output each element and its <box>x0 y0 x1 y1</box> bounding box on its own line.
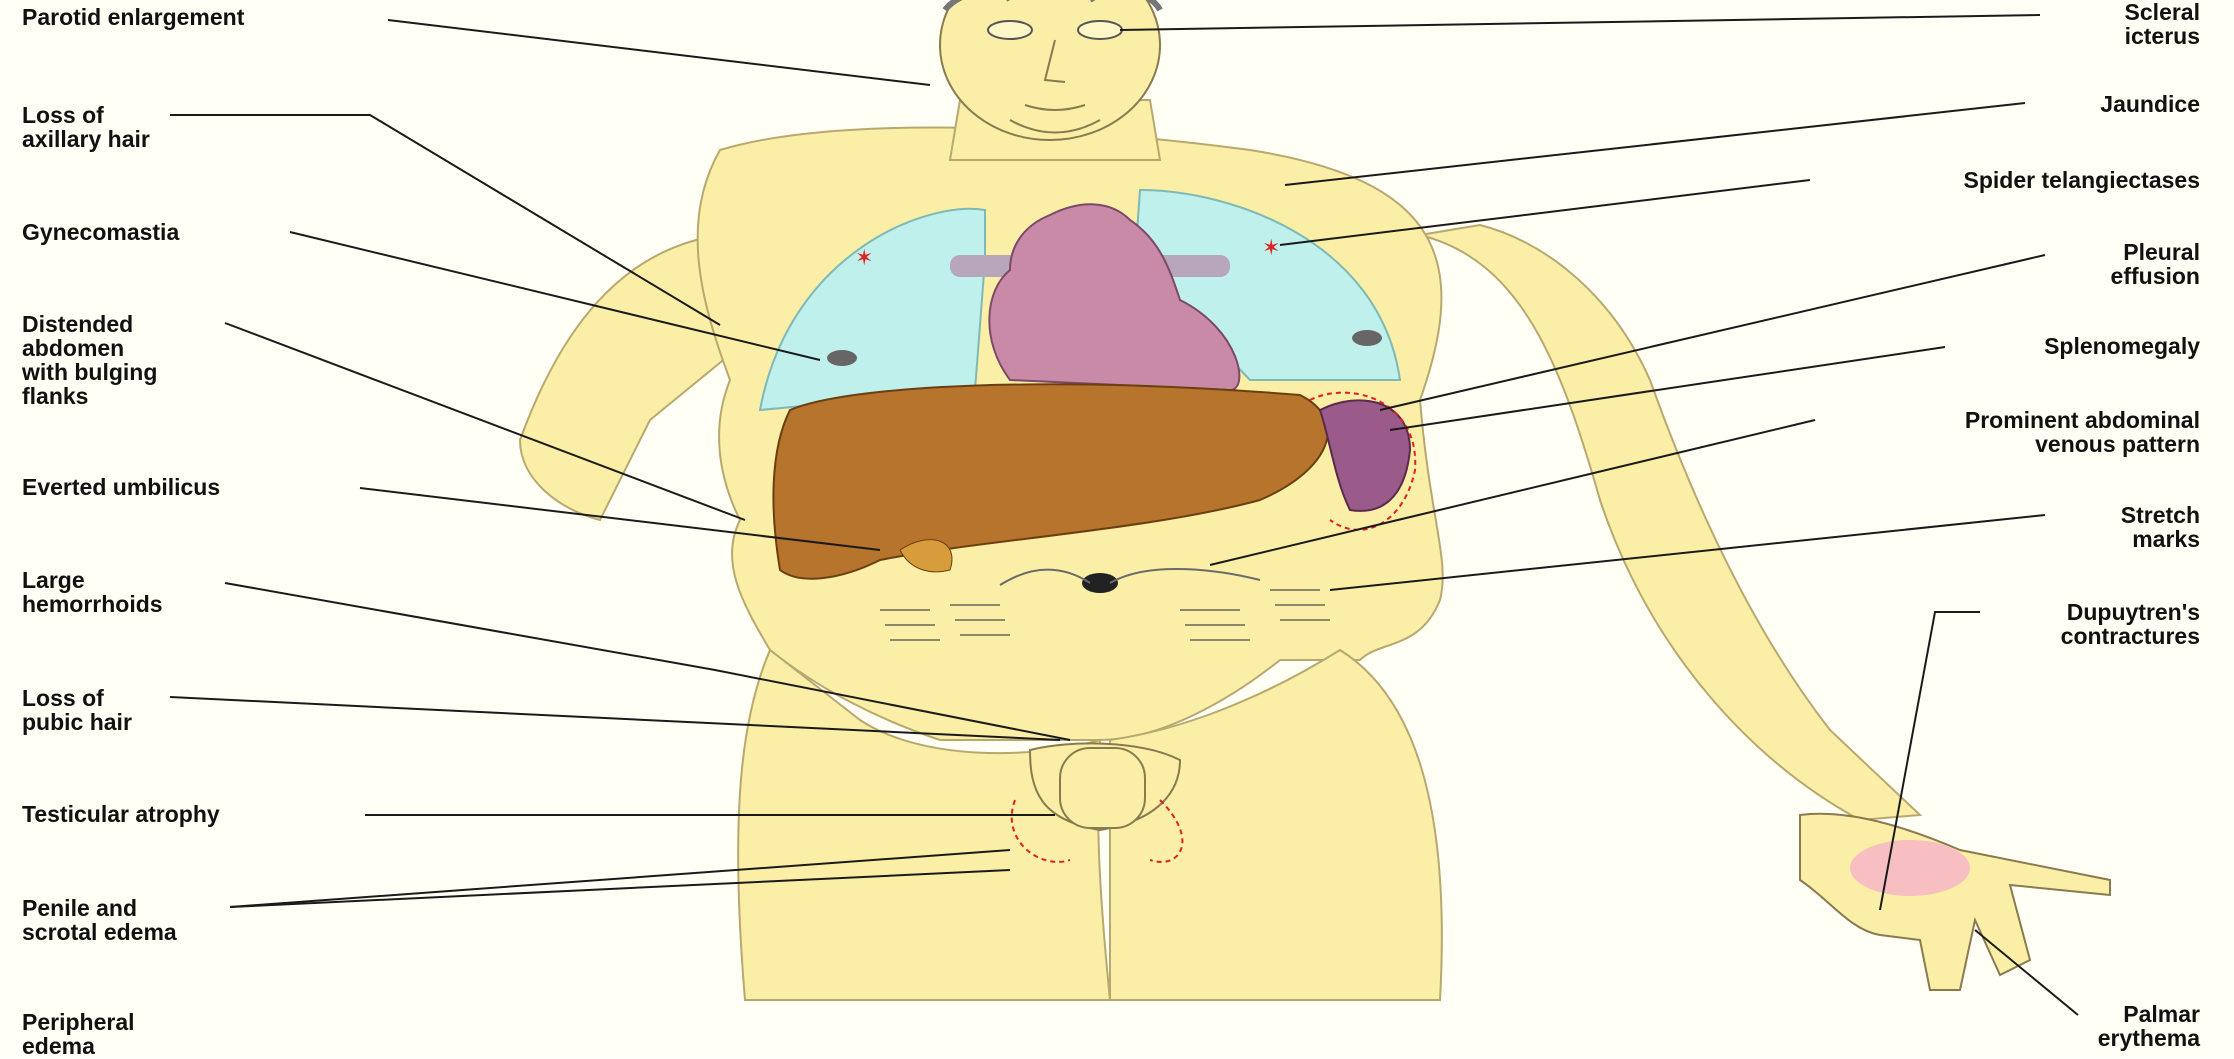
right-arm <box>1420 225 1920 820</box>
label-gynecomastia: Gynecomastia <box>22 220 179 244</box>
spider-mark-left: ✶ <box>855 246 873 271</box>
label-palmar-erythema: Palmar erythema <box>2098 1002 2200 1050</box>
label-parotid-enlargement: Parotid enlargement <box>22 5 244 29</box>
label-peripheral-edema: Peripheral edema <box>22 1010 135 1058</box>
palmar-erythema-patch <box>1850 840 1970 896</box>
left-eye <box>988 21 1032 39</box>
body-illustration: ✶ ✶ <box>520 0 2110 1000</box>
label-scleral-icterus: Scleral icterus <box>2125 0 2200 48</box>
leader-palmar <box>1975 930 2078 1015</box>
label-loss-of-pubic-hair: Loss of pubic hair <box>22 686 132 734</box>
label-testicular-atrophy: Testicular atrophy <box>22 802 220 826</box>
leader-jaundice <box>1285 103 2025 185</box>
spider-mark-right: ✶ <box>1262 236 1280 261</box>
label-prominent-venous-pattern: Prominent abdominal venous pattern <box>1965 408 2200 456</box>
umbilicus <box>1082 573 1118 593</box>
right-nipple <box>1352 330 1382 346</box>
hand <box>1800 814 2110 990</box>
label-large-hemorrhoids: Large hemorrhoids <box>22 568 163 616</box>
label-spider-telangiectases: Spider telangiectases <box>1964 168 2201 192</box>
label-everted-umbilicus: Everted umbilicus <box>22 475 220 499</box>
leader-pleural <box>1380 255 2045 410</box>
penis <box>1060 748 1145 828</box>
label-dupuytrens-contractures: Dupuytren's contractures <box>2061 600 2200 648</box>
right-eye <box>1078 21 1122 39</box>
left-nipple <box>827 350 857 366</box>
label-distended-abdomen: Distended abdomen with bulging flanks <box>22 312 157 408</box>
label-pleural-effusion: Pleural effusion <box>2111 240 2200 288</box>
label-jaundice: Jaundice <box>2100 92 2200 116</box>
label-stretch-marks: Stretch marks <box>2121 503 2200 551</box>
leader-scleral <box>1120 15 2040 30</box>
leader-parotid <box>388 20 930 85</box>
label-penile-scrotal-edema: Penile and scrotal edema <box>22 896 177 944</box>
label-loss-of-axillary-hair: Loss of axillary hair <box>22 103 150 151</box>
label-splenomegaly: Splenomegaly <box>2044 334 2200 358</box>
